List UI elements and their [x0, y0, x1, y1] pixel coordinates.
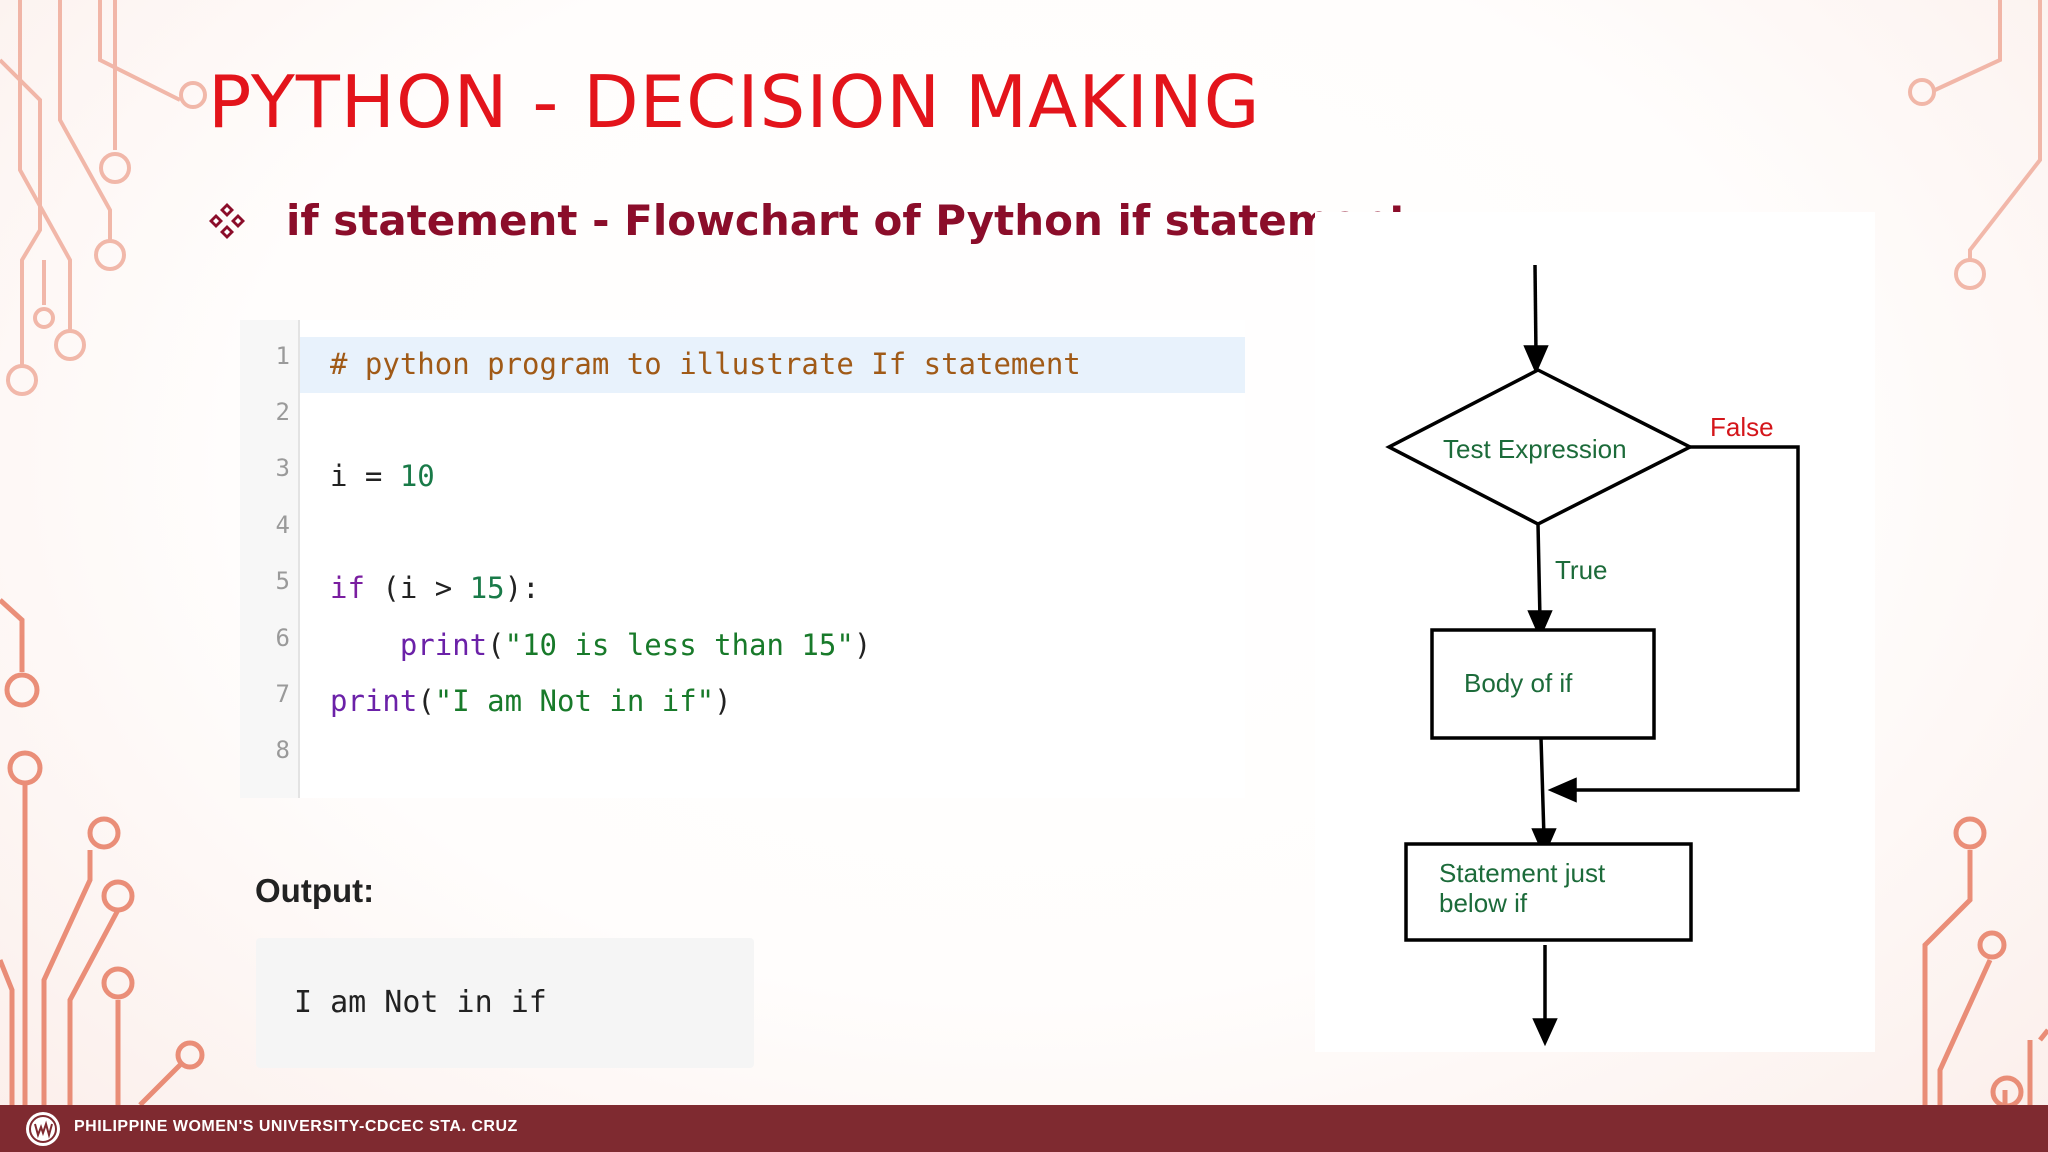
line-number: 6 — [275, 624, 290, 652]
code-string: "10 is less than 15" — [504, 628, 854, 662]
true-arrowhead — [1527, 610, 1553, 640]
statement-box — [1404, 842, 1693, 942]
line-number: 3 — [275, 454, 290, 482]
line-number: 8 — [275, 736, 290, 764]
decision-label: Test Expression — [1443, 434, 1627, 464]
footer-bar: PHILIPPINE WOMEN'S UNIVERSITY-CDCEC STA.… — [0, 1105, 2048, 1152]
code-indent — [330, 628, 400, 662]
code-line-6: print("10 is less than 15") — [330, 631, 871, 660]
false-arrowhead — [1547, 777, 1577, 803]
code-line-1: # python program to illustrate If statem… — [330, 350, 1081, 379]
entry-arrow — [1533, 264, 1538, 356]
line-number: 4 — [275, 511, 290, 539]
code-string: "I am Not in if" — [434, 684, 715, 718]
code-text: ) — [714, 684, 732, 718]
code-editor: 1 2 3 4 5 6 7 8 # python program to illu… — [240, 320, 1245, 798]
output-label: Output: — [255, 872, 375, 909]
code-number: 15 — [469, 571, 505, 605]
slide-subtitle: if statement - Flowchart of Python if st… — [286, 196, 1410, 245]
line-number: 1 — [275, 342, 290, 370]
subtitle-row: if statement - Flowchart of Python if st… — [208, 200, 1409, 242]
statement-label-line2: below if — [1439, 888, 1528, 918]
pwu-seal-icon — [26, 1112, 60, 1146]
line-number: 5 — [275, 567, 290, 595]
true-arrow — [1536, 523, 1542, 621]
if-flowchart: Test Expression False True Body of if St… — [1315, 212, 1875, 1052]
code-keyword: if — [330, 571, 365, 605]
body-box — [1430, 628, 1656, 740]
code-text: ( — [487, 628, 505, 662]
line-number: 2 — [275, 398, 290, 426]
code-text: i = — [330, 459, 400, 493]
code-number: 10 — [399, 459, 435, 493]
highlighted-line — [300, 337, 1245, 393]
code-line-7: print("I am Not in if") — [330, 687, 732, 716]
code-function: print — [330, 684, 418, 718]
false-path — [1567, 445, 1800, 792]
true-label: True — [1555, 555, 1608, 585]
code-line-3: i = 10 — [330, 462, 435, 491]
code-function: print — [399, 628, 488, 662]
false-label: False — [1710, 412, 1774, 442]
footer-org-name: PHILIPPINE WOMEN'S UNIVERSITY-CDCEC STA.… — [74, 1118, 518, 1135]
line-number: 7 — [275, 680, 290, 708]
slide-title: PYTHON - DECISION MAKING — [208, 60, 1261, 144]
four-diamond-bullet-icon — [209, 203, 245, 239]
output-text: I am Not in if — [294, 985, 547, 1020]
code-text: ( — [417, 684, 435, 718]
entry-arrowhead — [1523, 345, 1549, 375]
line-number-gutter — [240, 320, 300, 798]
code-text: (i > — [364, 571, 470, 605]
code-line-5: if (i > 15): — [330, 574, 540, 603]
code-text: ): — [504, 571, 540, 605]
code-comment: # python program to illustrate If statem… — [330, 347, 1081, 381]
exit-arrowhead — [1532, 1018, 1558, 1047]
statement-arrowhead — [1531, 828, 1557, 858]
code-text: ) — [853, 628, 872, 662]
statement-label-line1: Statement just — [1439, 858, 1606, 888]
output-box: I am Not in if — [256, 938, 754, 1068]
body-exit-arrow — [1539, 737, 1546, 839]
body-label: Body of if — [1464, 668, 1573, 698]
